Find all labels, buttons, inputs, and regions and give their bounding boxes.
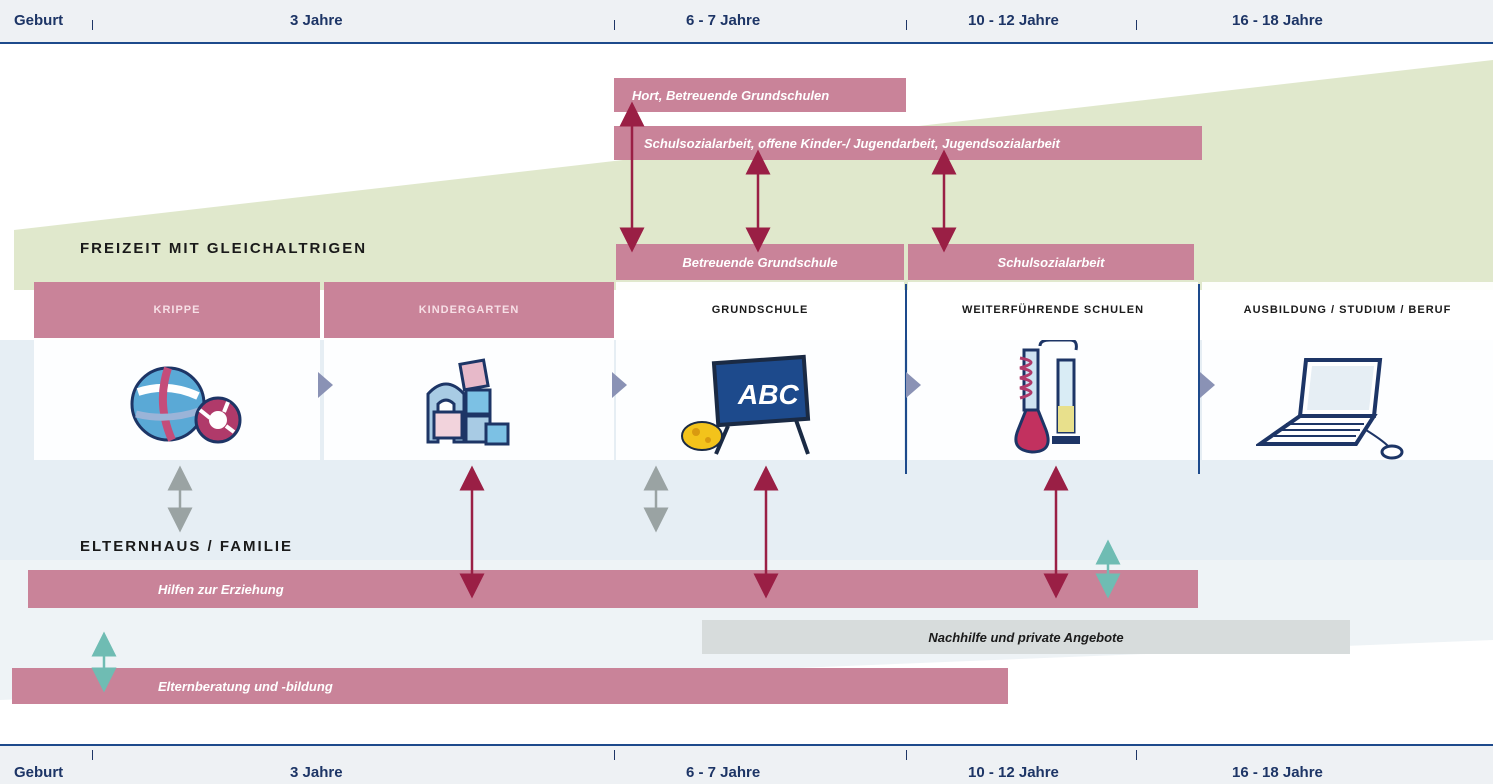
- tick: [614, 20, 615, 30]
- balls-icon: [130, 366, 242, 444]
- timeline-label-3: 3 Jahre: [290, 12, 343, 29]
- lab-flask-icon: [1014, 340, 1080, 454]
- timeline-label-3: 3 Jahre: [290, 764, 343, 781]
- timeline-line-bottom: [0, 744, 1493, 746]
- tick: [1136, 750, 1137, 760]
- building-blocks-icon: [426, 358, 510, 446]
- bar-hort: Hort, Betreuende Grundschulen: [614, 78, 906, 112]
- section-title-elternhaus: ELTERNHAUS / FAMILIE: [80, 538, 294, 555]
- stage-header-ausbildung: AUSBILDUNG / STUDIUM / BERUF: [1243, 304, 1452, 316]
- tick: [906, 20, 907, 30]
- timeline-label-birth: Geburt: [14, 764, 64, 781]
- double-arrow-teal: [91, 539, 1121, 693]
- timeline-label-16-18: 16 - 18 Jahre: [1232, 12, 1323, 29]
- chalkboard-icon: ABC: [681, 354, 811, 455]
- double-arrow-crimson: [459, 101, 1069, 599]
- tick: [614, 750, 615, 760]
- stage-header-kindergarten: KINDERGARTEN: [324, 282, 614, 338]
- timeline-line-top: [0, 42, 1493, 44]
- stage-header-krippe: KRIPPE: [34, 282, 320, 338]
- stage-header-grundschule: GRUNDSCHULE: [711, 304, 809, 316]
- tick: [92, 750, 93, 760]
- panel-weiterfuehrende: [908, 282, 1198, 460]
- laptop-icon: [1256, 358, 1404, 460]
- chevron-right-icon: [612, 372, 627, 398]
- timeline-label-10-12: 10 - 12 Jahre: [968, 12, 1059, 29]
- timeline-label-birth: Geburt: [14, 12, 64, 29]
- bar-schulsozialarbeit-offene: Schulsozialarbeit, offene Kinder-/ Jugen…: [614, 126, 1202, 160]
- timeline-label-16-18: 16 - 18 Jahre: [1232, 764, 1323, 781]
- timeline-label-10-12: 10 - 12 Jahre: [968, 764, 1059, 781]
- tick: [92, 20, 93, 30]
- bar-hilfen-zur-erziehung: Hilfen zur Erziehung: [28, 570, 1198, 608]
- chevron-right-icon: [906, 372, 921, 398]
- bar-elternberatung: Elternberatung und -bildung: [12, 668, 1008, 704]
- stage-separator: [1198, 284, 1200, 474]
- section-title-freizeit: FREIZEIT MIT GLEICHALTRIGEN: [80, 240, 368, 257]
- tick: [1136, 20, 1137, 30]
- bar-nachhilfe: Nachhilfe und private Angebote: [702, 620, 1350, 654]
- timeline-label-6-7: 6 - 7 Jahre: [686, 12, 761, 29]
- tick: [906, 750, 907, 760]
- chalkboard-text: ABC: [737, 379, 799, 410]
- timeline-label-6-7: 6 - 7 Jahre: [686, 764, 761, 781]
- chevron-right-icon: [318, 372, 333, 398]
- chevron-right-icon: [1200, 372, 1215, 398]
- double-arrow-grey: [167, 465, 669, 533]
- stage-header-weiterfuehrende: WEITERFÜHRENDE SCHULEN: [961, 304, 1145, 316]
